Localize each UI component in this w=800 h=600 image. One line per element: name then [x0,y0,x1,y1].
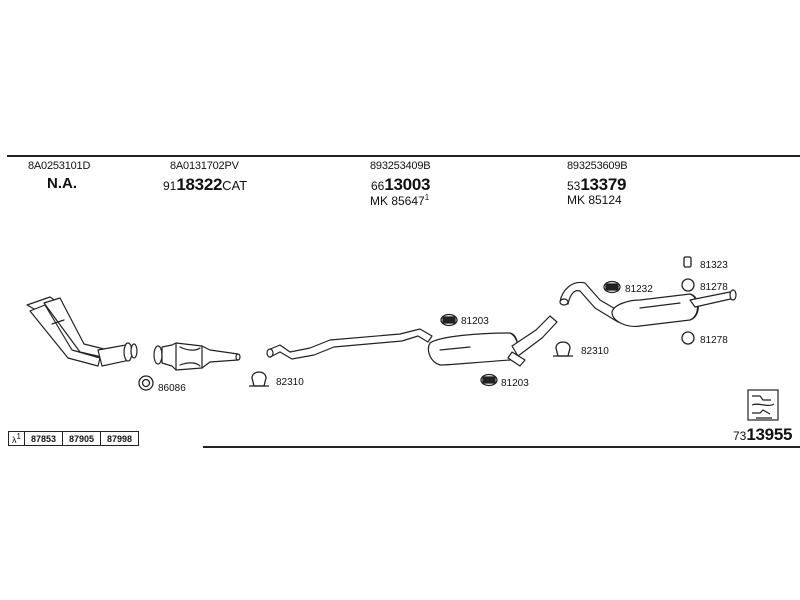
gasket-ring-icon[interactable] [603,280,621,294]
part-label-clamp-82310: 82310 [276,377,304,388]
reference-row: λ1 87853 87905 87998 [8,431,140,446]
lambda-cell: λ1 [8,431,25,446]
part-label-mount-81278-upper: 81278 [700,282,728,293]
part-label-gasket-86086: 86086 [158,383,186,394]
part-label-mount-81323: 81323 [700,260,728,271]
rear-silencer-icon[interactable] [559,281,737,327]
top-rule [7,155,800,157]
mk-superscript: 1 [424,193,430,202]
reference-cell: 87853 [23,431,63,446]
part-number-rear-silencer: 5313379 [567,175,626,195]
gasket-ring-icon[interactable] [480,373,498,387]
middle-silencer-icon[interactable] [427,315,558,367]
pipe-clamp-icon[interactable] [553,341,573,357]
part-label-gasket-81203-lower: 81203 [501,378,529,389]
lambda-symbol: λ [12,435,17,445]
part-main: 18322 [176,175,223,194]
part-label-gasket-81232: 81232 [625,284,653,295]
reference-cell: 87905 [61,431,102,446]
mk-number-rear-silencer: MK 85124 [567,193,622,207]
part-number-catalyst: 9118322CAT [163,175,247,195]
part-number-middle-silencer: 6613003 [371,175,430,195]
part-prefix: 91 [163,179,177,193]
reference-cell: 87998 [100,431,140,446]
kit-prefix: 73 [733,429,747,443]
rubber-mount-icon[interactable] [681,278,695,292]
kit-main: 13955 [746,425,793,444]
oe-number-catalyst: 8A0131702PV [170,160,239,172]
kit-number: 7313955 [733,425,792,445]
part-main: 13003 [384,175,431,194]
catalytic-converter-icon[interactable] [153,342,241,371]
kit-box-icon[interactable] [747,389,779,421]
pipe-clamp-icon[interactable] [249,371,269,387]
reference-table: λ1 87853 87905 87998 [8,431,140,446]
gasket-ring-icon[interactable] [440,313,458,327]
part-label-gasket-81203-upper: 81203 [461,316,489,327]
part-suffix: CAT [222,178,248,193]
exhaust-manifold-pipe-icon[interactable] [26,296,138,367]
oe-number-middle-silencer: 893253409B [370,160,431,172]
part-main: 13379 [580,175,627,194]
gasket-ring-icon[interactable] [138,375,154,391]
lambda-superscript: 1 [16,432,21,441]
oe-number-downpipe: 8A0253101D [28,160,91,172]
part-prefix: 66 [371,179,385,193]
part-label-clamp-82310-rear: 82310 [581,346,609,357]
rubber-mount-icon[interactable] [681,331,695,345]
oe-number-rear-silencer: 893253609B [567,160,628,172]
part-label-mount-81278-lower: 81278 [700,335,728,346]
intermediate-pipe-icon[interactable] [266,328,433,360]
rubber-mount-icon[interactable] [683,256,692,268]
part-prefix: 53 [567,179,581,193]
bottom-rule [203,446,800,448]
mk-number-middle-silencer: MK 856471 [370,193,429,208]
part-number-downpipe: N.A. [47,175,77,192]
mk-text: MK 85647 [370,194,425,208]
